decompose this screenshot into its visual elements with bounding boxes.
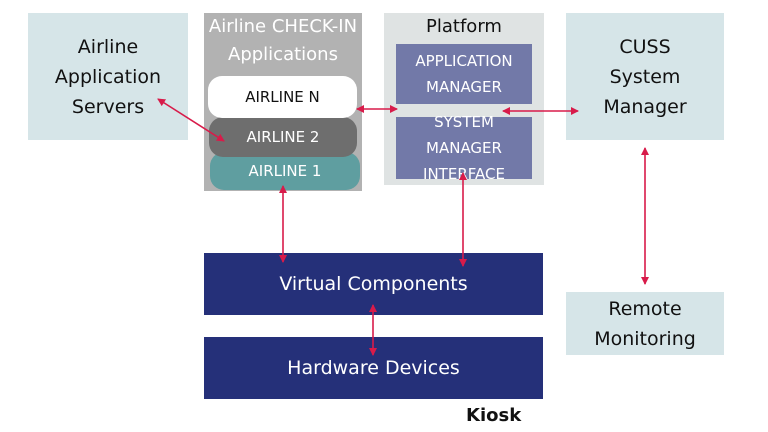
checkin-title-line-1: Airline CHECK-IN bbox=[208, 16, 358, 37]
airline-servers-line-1: Airline bbox=[77, 35, 139, 58]
virtual-components-label: Virtual Components bbox=[279, 273, 468, 295]
cuss-line-3: Manager bbox=[603, 95, 687, 118]
remote-monitoring-line-1: Remote bbox=[608, 297, 682, 320]
remote-monitoring-line-2: Monitoring bbox=[594, 327, 696, 350]
cuss-system-manager-box: CUSS System Manager bbox=[566, 13, 724, 140]
airline-2-label: AIRLINE 2 bbox=[246, 128, 320, 146]
app-manager-line-2: MANAGER bbox=[426, 78, 502, 96]
remote-monitoring-box: Remote Monitoring bbox=[566, 292, 724, 355]
hardware-devices-label: Hardware Devices bbox=[287, 357, 460, 379]
airline-1-label: AIRLINE 1 bbox=[248, 162, 322, 180]
cuss-line-1: CUSS bbox=[619, 35, 671, 58]
airline-1-box: AIRLINE 1 bbox=[210, 152, 360, 190]
cuss-line-2: System bbox=[609, 65, 681, 88]
airline-application-servers-box: Airline Application Servers bbox=[28, 13, 188, 140]
airline-servers-line-2: Application bbox=[54, 65, 162, 88]
virtual-components-box: Virtual Components bbox=[204, 253, 543, 315]
checkin-title-line-2: Applications bbox=[228, 44, 338, 65]
kiosk-label: Kiosk bbox=[466, 405, 522, 426]
system-manager-interface-box: SYSTEM MANAGER INTERFACE bbox=[396, 113, 532, 183]
airline-n-box: AIRLINE N bbox=[208, 76, 357, 118]
airline-servers-line-3: Servers bbox=[71, 95, 145, 118]
airline-n-label: AIRLINE N bbox=[245, 88, 320, 106]
checkin-group-title: Airline CHECK-IN Applications bbox=[204, 13, 362, 69]
app-manager-line-1: APPLICATION bbox=[415, 52, 513, 70]
application-manager-box: APPLICATION MANAGER bbox=[396, 44, 532, 104]
smi-line-1: SYSTEM MANAGER bbox=[426, 113, 502, 157]
airline-2-box: AIRLINE 2 bbox=[209, 117, 357, 157]
hardware-devices-box: Hardware Devices bbox=[204, 337, 543, 399]
smi-line-2: INTERFACE bbox=[423, 165, 505, 183]
